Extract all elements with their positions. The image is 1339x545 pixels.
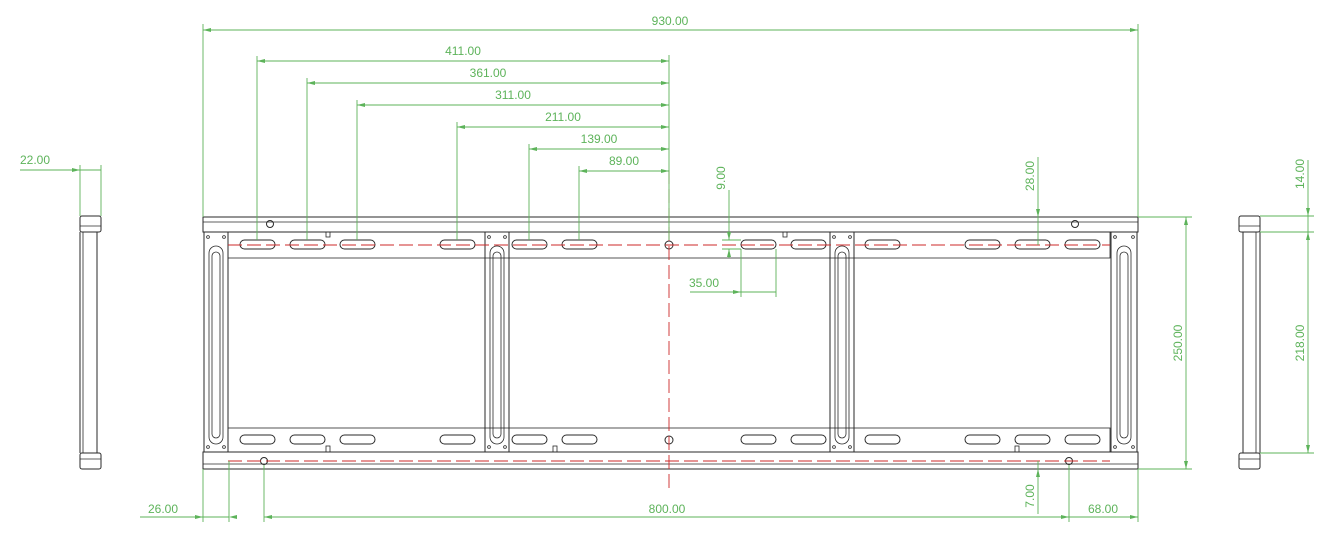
dim-slot-311: 311.00	[495, 88, 531, 102]
vertical-arm-1	[203, 231, 229, 453]
front-view	[202, 216, 1139, 470]
dim-slot-361: 361.00	[470, 66, 507, 80]
dim-slot-211: 211.00	[545, 110, 581, 124]
dim-right-view-height: 218.00	[1293, 324, 1307, 361]
dim-bottom-offset: 7.00	[1023, 484, 1037, 508]
dimension-lines	[20, 24, 1314, 522]
dimension-labels: 930.00 411.00 361.00 311.00 211.00 139.0…	[20, 14, 1307, 516]
upper-slots	[239, 239, 1101, 250]
dim-overall-width: 930.00	[652, 14, 689, 28]
dim-slot-height: 9.00	[714, 166, 728, 190]
dim-left-view-depth: 22.00	[20, 153, 50, 167]
dim-right-margin: 68.00	[1088, 502, 1118, 516]
vertical-arm-2	[484, 231, 510, 453]
dim-right-view-top: 14.00	[1293, 159, 1307, 189]
dim-hole-span: 800.00	[649, 502, 686, 516]
right-side-view	[1238, 215, 1261, 470]
dim-slot-139: 139.00	[581, 132, 618, 146]
dim-overall-height: 250.00	[1171, 324, 1185, 361]
dim-slot-411: 411.00	[445, 44, 481, 58]
vertical-arm-4	[1110, 231, 1138, 453]
dim-slot-width: 35.00	[689, 276, 719, 290]
vertical-arm-3	[829, 231, 855, 453]
center-lines	[228, 170, 1110, 492]
dim-top-offset: 28.00	[1023, 161, 1037, 191]
dim-left-margin: 26.00	[148, 502, 178, 516]
lower-slots	[239, 434, 1101, 445]
dim-slot-89: 89.00	[609, 154, 639, 168]
left-side-view	[79, 215, 102, 470]
